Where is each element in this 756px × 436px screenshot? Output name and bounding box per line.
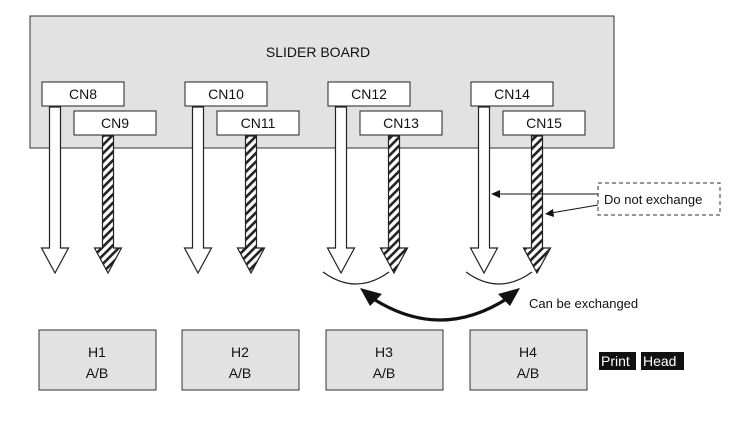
exchange-bracket-right: [465, 271, 533, 285]
print-head-name: H3: [375, 344, 393, 360]
arrow-cn13: [379, 135, 409, 275]
print-head-h3: [325, 329, 444, 391]
pointer-to-cn14-head: [491, 190, 500, 198]
connector-box-cn8: [41, 81, 125, 107]
connector-label-cn11: CN11: [241, 115, 276, 131]
arrow-cn10: [183, 106, 213, 275]
arrow-cn11: [236, 135, 266, 275]
print-head-name: H2: [231, 344, 249, 360]
print-label: Print: [601, 353, 630, 369]
connector-label-cn15: CN15: [526, 115, 562, 131]
arrow-cn15: [522, 135, 552, 275]
connector-box-cn10: [184, 81, 268, 107]
print-head-h2: [181, 329, 300, 391]
connector-box-cn12: [327, 81, 411, 107]
exchange-arrowhead-left: [360, 288, 382, 306]
print-head-name: H1: [88, 344, 106, 360]
print-head-sub: A/B: [229, 365, 252, 381]
exchange-arrowhead-right: [498, 288, 520, 306]
connector-label-cn10: CN10: [208, 86, 244, 102]
connector-label-cn8: CN8: [69, 86, 97, 102]
pointer-to-cn15-head: [545, 209, 554, 217]
print-label-bg: [599, 352, 636, 370]
print-head-sub: A/B: [373, 365, 396, 381]
arrow-cn12: [326, 106, 356, 275]
exchange-bracket-left: [322, 271, 390, 285]
print-head-h4: [469, 329, 588, 391]
connector-label-cn13: CN13: [383, 115, 419, 131]
connector-label-cn14: CN14: [494, 86, 530, 102]
pointer-to-cn15: [550, 204, 599, 214]
connector-box-cn13: [359, 110, 443, 136]
do-not-exchange-label: Do not exchange: [604, 192, 702, 207]
connector-box-cn11: [216, 110, 300, 136]
arrow-cn8: [40, 106, 70, 275]
connector-label-cn9: CN9: [101, 115, 129, 131]
arrow-cn9: [93, 135, 123, 275]
arrow-cn14: [469, 106, 499, 275]
connector-label-cn12: CN12: [351, 86, 387, 102]
slider-board-title: SLIDER BOARD: [266, 44, 370, 60]
connector-box-cn9: [73, 110, 157, 136]
connector-box-cn14: [470, 81, 554, 107]
can-be-exchanged-label: Can be exchanged: [529, 296, 638, 311]
do-not-exchange-box: [597, 182, 721, 216]
exchange-arrow: [371, 296, 509, 322]
print-head-h1: [38, 329, 157, 391]
head-label: Head: [643, 353, 676, 369]
print-head-sub: A/B: [517, 365, 540, 381]
connector-box-cn15: [502, 110, 586, 136]
print-head-sub: A/B: [86, 365, 109, 381]
print-head-name: H4: [519, 344, 537, 360]
head-label-bg: [641, 352, 684, 370]
